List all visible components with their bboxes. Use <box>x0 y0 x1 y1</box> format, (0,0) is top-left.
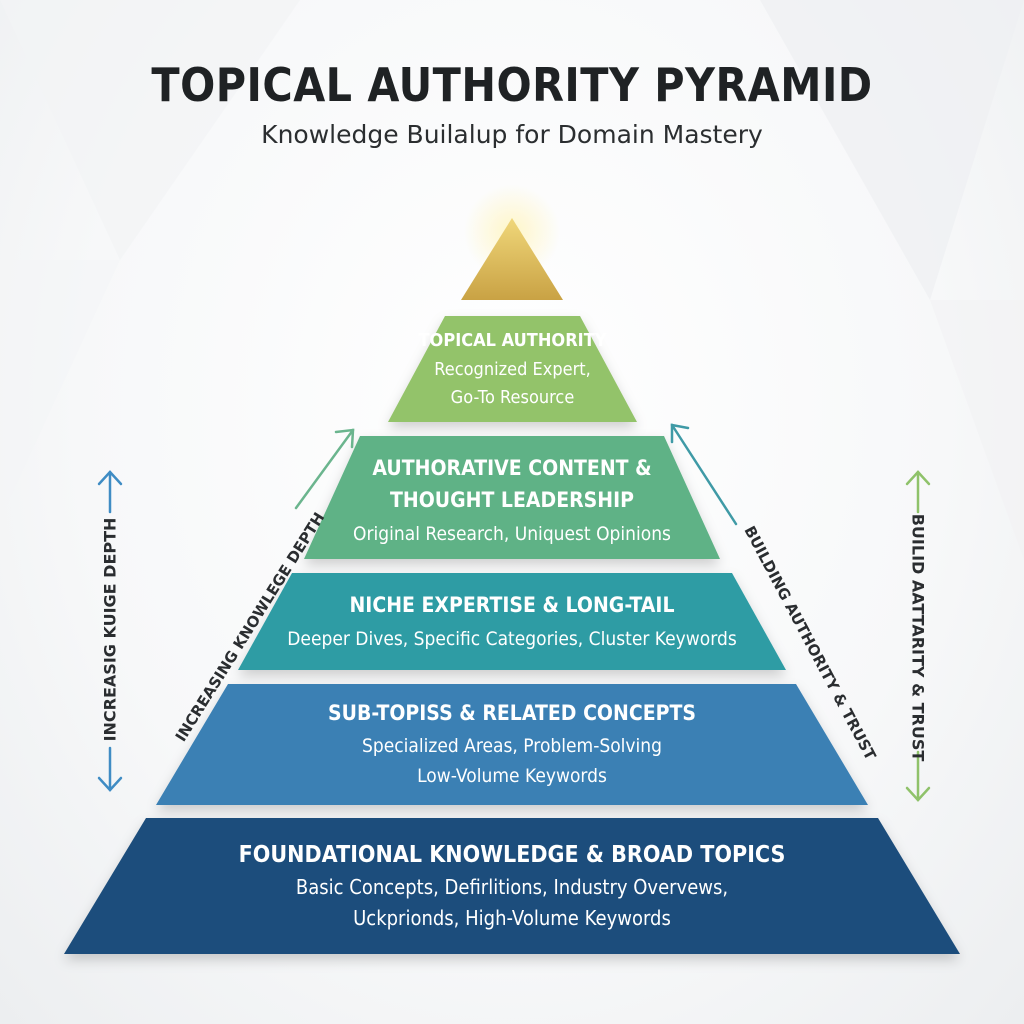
far-right-down-arrow <box>905 750 931 802</box>
tier-5-line-2: Uckprionds, High-Volume Keywords <box>353 906 671 930</box>
tier-4-line-1: Specialized Areas, Problem-Solving <box>361 735 662 757</box>
page-title: TOPICAL AUTHORITY PYRAMID <box>151 58 873 112</box>
tier-2-text: AUTHORATIVE CONTENT & THOUGHT LEADERSHIP… <box>304 452 720 552</box>
tier-4-text: SUB-TOPISS & RELATED CONCEPTS Specialize… <box>156 698 868 789</box>
tier-5-heading: FOUNDATIONAL KNOWLEDGE & BROAD TOPICS <box>238 842 786 868</box>
tier-4-band <box>156 684 868 805</box>
far-left-label: INCREASIG KUIGE DEPTH <box>100 517 120 742</box>
tier-4-heading: SUB-TOPISS & RELATED CONCEPTS <box>328 701 696 725</box>
inner-right-arrow <box>670 423 738 526</box>
far-left-up-arrow <box>97 470 123 514</box>
far-right-up-arrow <box>905 470 931 514</box>
tier-1-line-2: Go-To Resource <box>450 387 575 408</box>
apex-capstone <box>461 218 563 300</box>
tier-1-band <box>388 316 637 422</box>
inner-left-arrow <box>294 428 355 510</box>
tier-5-line-1: Basic Concepts, Defirlitions, Industry O… <box>295 875 729 899</box>
tier-3-text: NICHE EXPERTISE & LONG-TAIL Deeper Dives… <box>238 590 786 657</box>
far-right-label: BUILID AATTARITY & TRUST <box>908 513 928 762</box>
tier-1-heading: TOPICAL AUTHORITY <box>418 330 607 351</box>
tier-1-line-1: Recognized Expert, <box>434 359 591 380</box>
tier-2-band <box>304 436 720 559</box>
tier-2-line-1: Original Research, Uniquest Opinions <box>353 523 671 545</box>
tier-2-heading-line-1: AUTHORATIVE CONTENT & <box>372 456 652 480</box>
tier-2-heading-line-2: THOUGHT LEADERSHIP <box>390 488 634 512</box>
tier-3-heading: NICHE EXPERTISE & LONG-TAIL <box>349 593 675 617</box>
tier-3-line-1: Deeper Dives, Specific Categories, Clust… <box>287 628 737 650</box>
tier-1-text: TOPICAL AUTHORITY Recognized Expert, Go-… <box>388 326 637 412</box>
far-left-down-arrow <box>97 746 123 792</box>
page-subtitle: Knowledge Builalup for Domain Mastery <box>261 120 763 149</box>
tier-5-band <box>64 818 960 954</box>
tier-4-line-2: Low-Volume Keywords <box>417 765 607 787</box>
tier-5-text: FOUNDATIONAL KNOWLEDGE & BROAD TOPICS Ba… <box>64 840 960 933</box>
tier-3-band <box>238 573 786 670</box>
